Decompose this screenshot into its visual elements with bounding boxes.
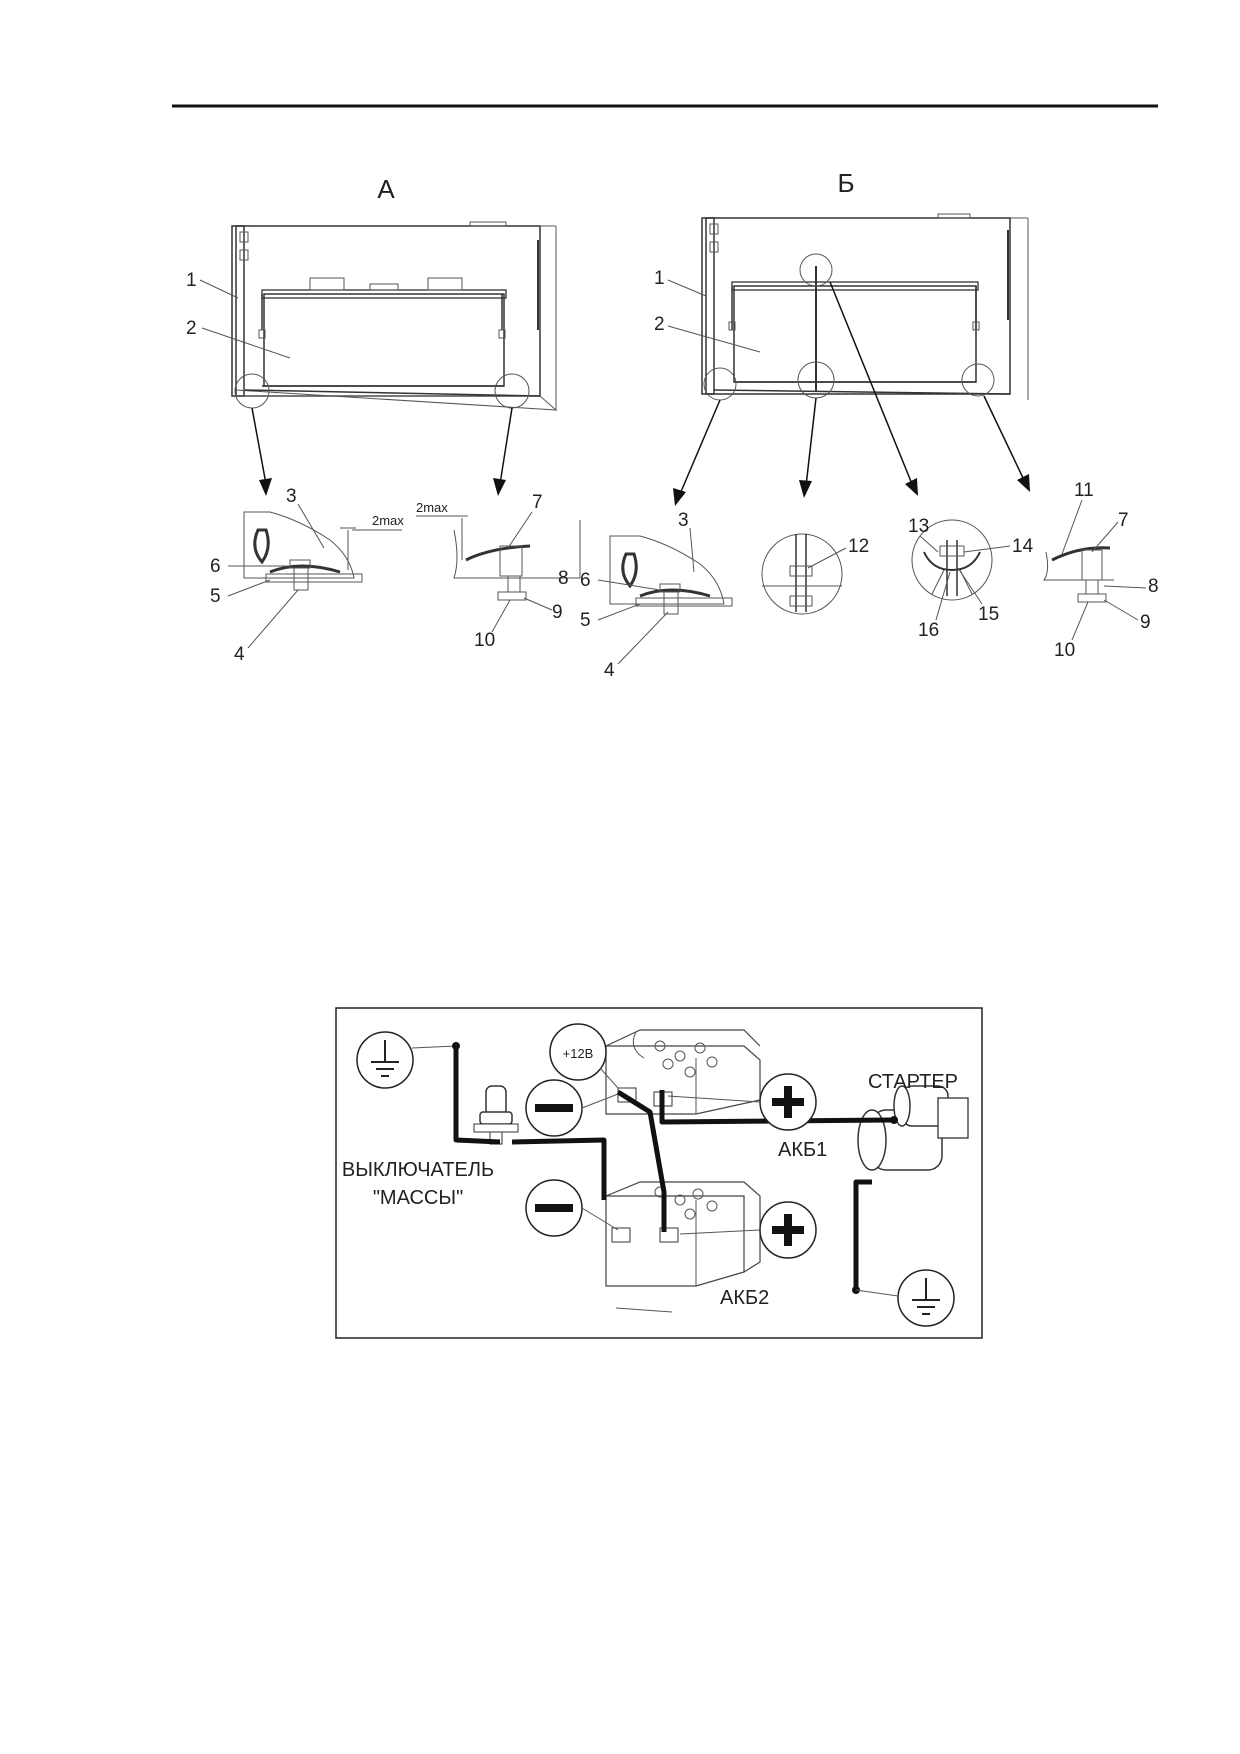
view-a-callout-6: 6 bbox=[210, 556, 221, 577]
view-a-callout-10: 10 bbox=[474, 630, 495, 651]
view-b-detail-circle-left bbox=[703, 367, 737, 401]
view-a-arrow-right bbox=[499, 407, 513, 485]
cable-starter-to-ground bbox=[853, 1179, 872, 1290]
view-b-callout-5: 5 bbox=[580, 610, 591, 631]
view-a-gap-right: 2max bbox=[416, 500, 448, 515]
view-b-callout-2: 2 bbox=[654, 314, 665, 335]
view-a-callout-9: 9 bbox=[552, 602, 563, 623]
cable-ground-to-switch bbox=[453, 1046, 501, 1145]
view-a-callout-8: 8 bbox=[558, 568, 569, 589]
wiring-frame bbox=[335, 1007, 983, 1339]
minus-icon bbox=[535, 1204, 573, 1212]
view-a-arrow-left bbox=[251, 407, 267, 485]
battery2-label: АКБ2 bbox=[720, 1287, 769, 1309]
view-b-detail-circle-right bbox=[961, 363, 995, 397]
view-b-callout-3: 3 bbox=[678, 510, 689, 531]
view-b-callout-16: 16 bbox=[918, 620, 939, 641]
view-a-callout-7: 7 bbox=[532, 492, 543, 513]
view-b-callout-12: 12 bbox=[848, 536, 869, 557]
view-a-detail-left bbox=[243, 511, 363, 591]
view-b-cabinet bbox=[701, 213, 1029, 400]
mass-switch bbox=[473, 1085, 519, 1145]
view-b-callout-1: 1 bbox=[654, 268, 665, 289]
plus12-callout bbox=[549, 1023, 645, 1089]
view-b-callout-10: 10 bbox=[1054, 640, 1075, 661]
view-b-callout-4: 4 bbox=[604, 660, 615, 681]
starter-motor bbox=[857, 1085, 969, 1171]
wiring-diagram: +12В СТАРТЕР АКБ1 АКБ2 ВЫКЛЮЧАТЕЛЬ "МАСС… bbox=[335, 1007, 983, 1339]
view-b-battery bbox=[728, 266, 980, 392]
view-a-leader-1 bbox=[199, 279, 239, 299]
minus-top-callout bbox=[525, 1079, 619, 1137]
cable-akb1-minus-to-akb2-plus bbox=[616, 1089, 667, 1232]
cable-akb1-plus-to-starter bbox=[659, 1090, 895, 1125]
view-b-callout-11: 11 bbox=[1074, 480, 1094, 501]
switch-label-line2: "МАССЫ" bbox=[373, 1187, 463, 1209]
cable-switch-to-akb2 bbox=[511, 1137, 607, 1200]
switch-label-line1: ВЫКЛЮЧАТЕЛЬ bbox=[342, 1159, 494, 1181]
view-a-callout-5: 5 bbox=[210, 586, 221, 607]
view-a-callout-1: 1 bbox=[186, 270, 197, 291]
minus-bottom-callout bbox=[525, 1179, 619, 1237]
view-b-callout-14: 14 bbox=[1012, 536, 1034, 557]
starter-label: СТАРТЕР bbox=[868, 1071, 958, 1093]
view-b-callout-9: 9 bbox=[1140, 612, 1151, 633]
view-a-callout-3: 3 bbox=[286, 486, 297, 507]
view-a-callout-2: 2 bbox=[186, 318, 197, 339]
view-b-callout-6: 6 bbox=[580, 570, 591, 591]
view-a: А bbox=[186, 174, 581, 665]
view-a-battery bbox=[258, 277, 507, 387]
view-b-callout-13: 13 bbox=[908, 516, 929, 537]
view-a-title: А bbox=[377, 174, 395, 204]
battery1-label: АКБ1 bbox=[778, 1139, 827, 1161]
battery-akb2 bbox=[605, 1181, 761, 1313]
view-b-detail-left bbox=[609, 535, 733, 615]
ground-icon bbox=[356, 1031, 414, 1089]
view-a-leader-2 bbox=[201, 327, 291, 359]
view-b-callout-15: 15 bbox=[978, 604, 999, 625]
view-b-title: Б bbox=[837, 168, 854, 198]
minus-icon bbox=[535, 1104, 573, 1112]
view-b-detail-circle-top bbox=[799, 253, 833, 287]
view-b-detail-right bbox=[1043, 546, 1114, 603]
view-b-callout-7: 7 bbox=[1118, 510, 1129, 531]
plus12-label: +12В bbox=[563, 1046, 594, 1061]
view-a-callout-4: 4 bbox=[234, 644, 245, 665]
view-b: Б 1 2 bbox=[580, 168, 1159, 681]
view-a-detail-right bbox=[453, 518, 581, 601]
view-b-callout-8: 8 bbox=[1148, 576, 1159, 597]
ground-icon-starter bbox=[897, 1269, 955, 1327]
plus-top-callout bbox=[667, 1073, 817, 1131]
view-a-cabinet bbox=[231, 221, 558, 411]
view-b-detail-12 bbox=[761, 533, 843, 615]
view-a-gap-left: 2max bbox=[372, 513, 404, 528]
view-a-detail-circle-right bbox=[494, 373, 530, 409]
view-b-detail-13-16 bbox=[911, 519, 993, 601]
plus-bottom-callout bbox=[679, 1201, 817, 1259]
